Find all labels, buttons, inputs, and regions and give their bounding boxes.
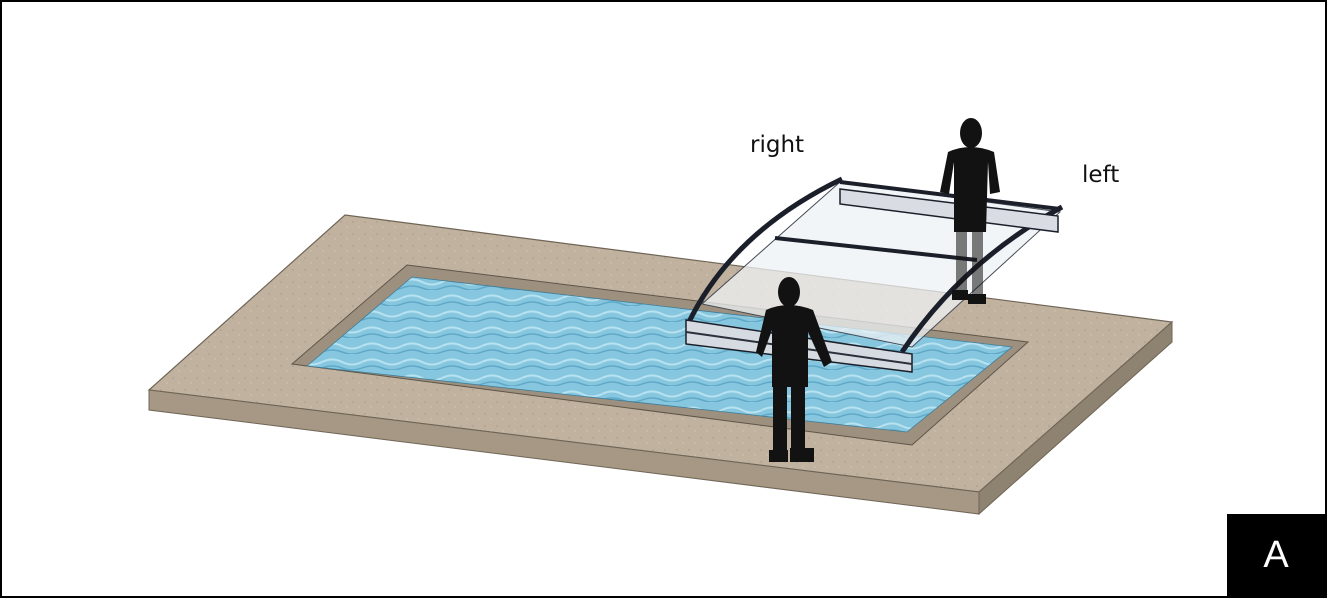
figure-badge: A — [1227, 514, 1325, 596]
cover-crossbar-top — [839, 180, 1061, 211]
label-left: left — [1082, 162, 1120, 188]
cover-rear-arch — [685, 176, 844, 326]
pool-water — [306, 276, 1013, 433]
label-right: right — [750, 132, 805, 158]
person-front — [756, 277, 832, 462]
cover-crossbar-mid — [774, 236, 978, 262]
pool-basin — [290, 264, 1030, 446]
person-back — [940, 118, 1000, 304]
deck-side-face — [978, 320, 1173, 516]
